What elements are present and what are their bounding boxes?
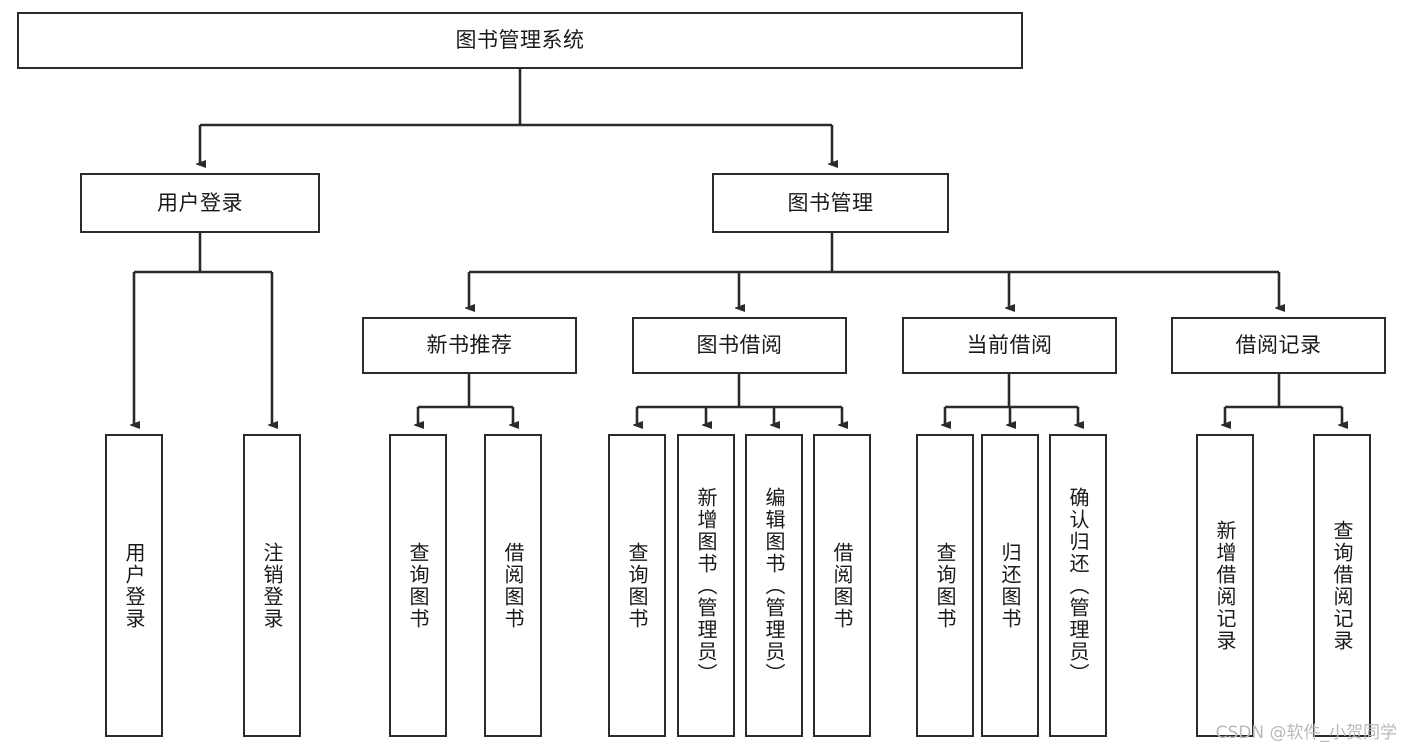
node-leaf-borrow-book-1[interactable]: 借阅图书: [484, 434, 542, 737]
node-leaf-user-logout[interactable]: 注销登录: [243, 434, 301, 737]
node-label-borrow-record: 借阅记录: [1235, 333, 1322, 358]
node-leaf-borrow-book-2[interactable]: 借阅图书: [813, 434, 871, 737]
node-book-manage[interactable]: 图书管理: [712, 173, 949, 233]
node-label-leaf-query-book-2: 查询图书: [625, 541, 649, 630]
node-label-new-book-recommend: 新书推荐: [426, 333, 513, 358]
node-label-leaf-user-login: 用户登录: [122, 541, 146, 630]
node-label-leaf-borrow-book-1: 借阅图书: [501, 541, 525, 630]
connector-group-new-book-recommend: [418, 374, 513, 425]
node-label-book-borrow: 图书借阅: [696, 333, 783, 358]
node-leaf-add-book[interactable]: 新增图书（管理员）: [677, 434, 735, 737]
node-label-leaf-borrow-book-2: 借阅图书: [830, 541, 854, 630]
connector-group-book-borrow: [637, 374, 842, 425]
node-label-leaf-edit-book: 编辑图书（管理员）: [762, 486, 786, 685]
node-leaf-add-record[interactable]: 新增借阅记录: [1196, 434, 1254, 737]
node-label-root: 图书管理系统: [455, 28, 585, 53]
node-label-leaf-add-book: 新增图书（管理员）: [694, 486, 718, 685]
connector-group-user-login: [134, 233, 272, 425]
node-label-leaf-user-logout: 注销登录: [260, 541, 284, 630]
node-label-leaf-query-book-3: 查询图书: [933, 541, 957, 630]
node-leaf-query-record[interactable]: 查询借阅记录: [1313, 434, 1371, 737]
node-label-leaf-add-record: 新增借阅记录: [1213, 519, 1237, 652]
node-borrow-record[interactable]: 借阅记录: [1171, 317, 1386, 374]
node-leaf-return-book[interactable]: 归还图书: [981, 434, 1039, 737]
node-book-borrow[interactable]: 图书借阅: [632, 317, 847, 374]
connector-group-borrow-record: [1225, 374, 1342, 425]
node-label-leaf-confirm-return: 确认归还（管理员）: [1066, 486, 1090, 685]
connector-group-current-borrow: [945, 374, 1078, 425]
node-label-leaf-return-book: 归还图书: [998, 541, 1022, 630]
node-label-current-borrow: 当前借阅: [966, 333, 1053, 358]
node-label-leaf-query-record: 查询借阅记录: [1330, 519, 1354, 652]
connector-group-book-manage: [469, 233, 1279, 308]
connector-group-root: [200, 69, 832, 164]
node-leaf-query-book-1[interactable]: 查询图书: [389, 434, 447, 737]
node-leaf-query-book-2[interactable]: 查询图书: [608, 434, 666, 737]
node-label-book-manage: 图书管理: [787, 190, 874, 215]
node-leaf-user-login[interactable]: 用户登录: [105, 434, 163, 737]
node-root-system[interactable]: 图书管理系统: [17, 12, 1023, 69]
node-label-user-login: 用户登录: [157, 190, 243, 215]
node-current-borrow[interactable]: 当前借阅: [902, 317, 1117, 374]
node-leaf-confirm-return[interactable]: 确认归还（管理员）: [1049, 434, 1107, 737]
node-user-login[interactable]: 用户登录: [80, 173, 320, 233]
node-new-book-recommend[interactable]: 新书推荐: [362, 317, 577, 374]
node-label-leaf-query-book-1: 查询图书: [406, 541, 430, 630]
node-leaf-query-book-3[interactable]: 查询图书: [916, 434, 974, 737]
node-leaf-edit-book[interactable]: 编辑图书（管理员）: [745, 434, 803, 737]
